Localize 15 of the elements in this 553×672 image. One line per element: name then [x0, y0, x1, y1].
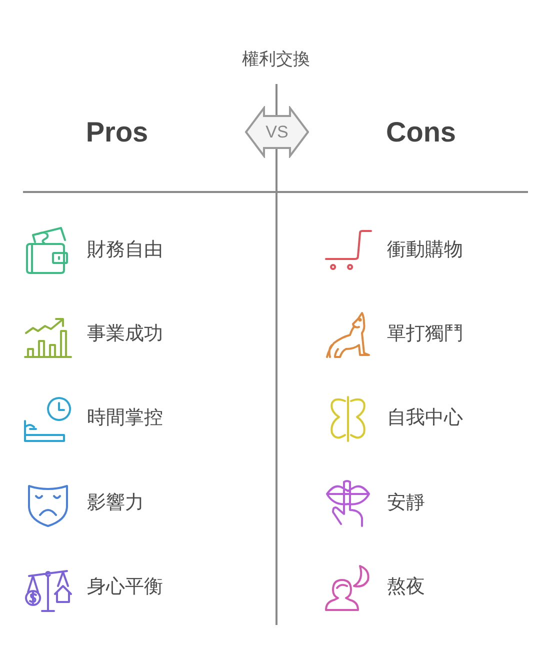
diagram-title: 權利交換: [242, 50, 310, 70]
column-heading: Cons: [386, 118, 456, 148]
vs-label: VS: [266, 124, 288, 140]
list-item-text: 身心平衡: [87, 577, 163, 598]
list-item-text: 衝動購物: [387, 240, 463, 262]
list-item-text: 財務自由: [87, 240, 163, 262]
column-heading: Pros: [86, 118, 148, 148]
list-item-text: 自我中心: [387, 408, 463, 430]
list-item-text: 事業成功: [87, 324, 163, 346]
list-item-text: 熬夜: [387, 577, 425, 598]
double-arrow-shape: [245, 106, 309, 158]
list-item-text: 影響力: [87, 493, 144, 514]
list-item-text: 安靜: [387, 493, 425, 514]
list-item-text: 單打獨鬥: [387, 324, 463, 346]
list-item-text: 時間掌控: [87, 408, 163, 430]
